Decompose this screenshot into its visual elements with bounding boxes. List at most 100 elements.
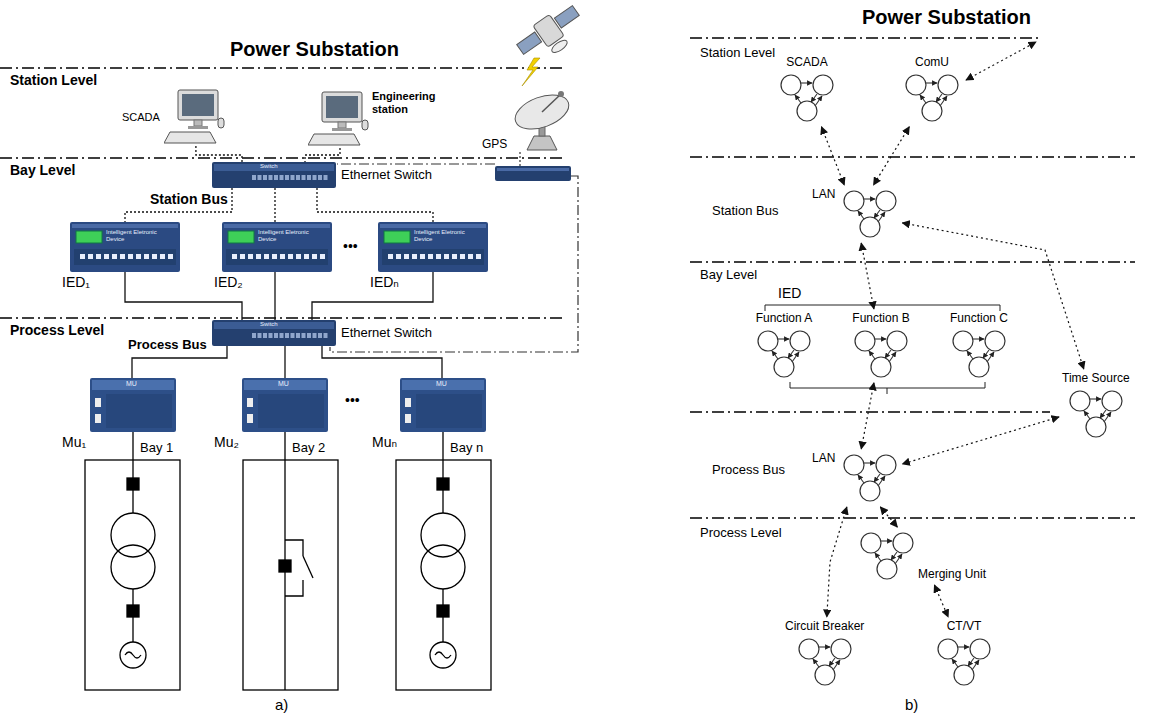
- drawing-circle: [893, 533, 913, 553]
- drawing-rect: [517, 32, 542, 54]
- drawing-line: [829, 658, 835, 666]
- button: [240, 254, 245, 259]
- connector: [902, 223, 1083, 369]
- node-label: ComU: [915, 56, 949, 70]
- drawing-circle: [860, 481, 880, 501]
- drawing-line: [874, 210, 880, 218]
- drawing-line: [885, 350, 891, 358]
- node-label: Merging Unit: [918, 568, 986, 582]
- drawing-circle: [844, 191, 864, 211]
- port: [313, 175, 317, 180]
- button: [460, 254, 465, 259]
- state-machine-icon: [903, 72, 961, 124]
- button: [168, 254, 173, 259]
- drawing-g: [1084, 399, 1111, 422]
- computer-icon: [308, 90, 370, 148]
- state-machine-icon: [852, 328, 910, 380]
- connector: [274, 188, 275, 222]
- gps-receiver: GPS: [482, 84, 575, 152]
- drawing-circle: [781, 75, 801, 95]
- drawing-circle: [774, 357, 794, 377]
- bus-name: Station Bus: [150, 191, 228, 207]
- drawing-g: [781, 75, 833, 121]
- port: [324, 333, 328, 338]
- port: [291, 333, 295, 338]
- button: [312, 254, 317, 259]
- drawing-rect: [182, 94, 214, 116]
- node-label: Function C: [950, 312, 1008, 326]
- drawing-line: [788, 350, 794, 358]
- drawing-g: [920, 83, 947, 106]
- drawing-g: [953, 331, 1005, 377]
- state-machine-icon: [935, 636, 993, 688]
- button: [152, 254, 157, 259]
- drawing-g: [758, 331, 810, 377]
- bay-drawings: [85, 432, 491, 690]
- device-face-text: MU: [126, 380, 137, 388]
- drawing-rect: [279, 560, 291, 572]
- button: [428, 254, 433, 259]
- tri-device: [858, 530, 916, 582]
- port: [252, 175, 256, 180]
- drawing-circle: [938, 639, 958, 659]
- drawing-rect: [405, 414, 411, 423]
- panel-letter: b): [905, 696, 918, 713]
- mu-device: MU: [90, 378, 176, 432]
- model-node: Merging Unit: [858, 530, 986, 582]
- drawing-line: [442, 432, 443, 478]
- connector: [902, 417, 1059, 464]
- ied-device: Intelligent Eletronic DeviceIED₂: [214, 222, 332, 290]
- time-switch-band: [497, 168, 569, 171]
- bus-name: Process Bus: [128, 338, 207, 353]
- state-machine-icon: [841, 452, 899, 504]
- drawing-g: [232, 254, 325, 259]
- connector: [196, 146, 242, 162]
- node-label: SCADA: [122, 111, 160, 124]
- drawing-line: [0, 317, 565, 319]
- drawing-line: [875, 553, 881, 561]
- model-node: Circuit Breaker: [785, 620, 864, 688]
- drawing-line: [813, 659, 819, 667]
- drawing-polygon: [308, 134, 360, 145]
- tri-device: [935, 636, 993, 688]
- drawing-rect: [437, 478, 449, 490]
- port: [263, 333, 267, 338]
- model-node: Time Source: [1062, 372, 1130, 440]
- node-label: LAN: [812, 188, 835, 202]
- connector: [305, 148, 340, 162]
- ied-device: Intelligent Eletronic DeviceIED₁: [62, 222, 180, 290]
- node-label: Ethernet Switch: [341, 326, 432, 341]
- drawing-circle: [815, 665, 835, 685]
- drawing-rect: [244, 380, 326, 390]
- drawing-g: [513, 1, 589, 69]
- device-face-text: MU: [278, 380, 289, 388]
- drawing-rect: [214, 164, 334, 171]
- drawing-path: [765, 305, 1000, 311]
- drawing-rect: [92, 380, 174, 390]
- drawing-ellipse: [511, 88, 574, 135]
- drawing-path: [790, 382, 985, 394]
- node-label: Ethernet Switch: [341, 168, 432, 183]
- drawing-line: [864, 198, 875, 199]
- tri-device: [1067, 388, 1125, 440]
- drawing-g: [952, 647, 979, 670]
- drawing-circle: [922, 101, 942, 121]
- drawing-line: [967, 351, 973, 359]
- drawing-rect: [378, 222, 488, 272]
- comu-uplink: [966, 42, 1036, 80]
- button: [256, 254, 261, 259]
- drawing-line: [895, 554, 902, 564]
- device-face-text: Intelligent Eletronic Device: [414, 229, 482, 242]
- port: [296, 333, 300, 338]
- drawing-rect: [90, 378, 176, 432]
- drawing-polygon: [522, 58, 540, 86]
- drawing-circle: [876, 455, 896, 475]
- connector: [874, 127, 910, 185]
- port: [285, 175, 289, 180]
- drawing-circle: [953, 331, 973, 351]
- port: [263, 175, 267, 180]
- drawing-rect: [222, 222, 332, 272]
- drawing-line: [987, 352, 994, 362]
- drawing-circle: [877, 559, 897, 579]
- drawing-g: [906, 75, 958, 121]
